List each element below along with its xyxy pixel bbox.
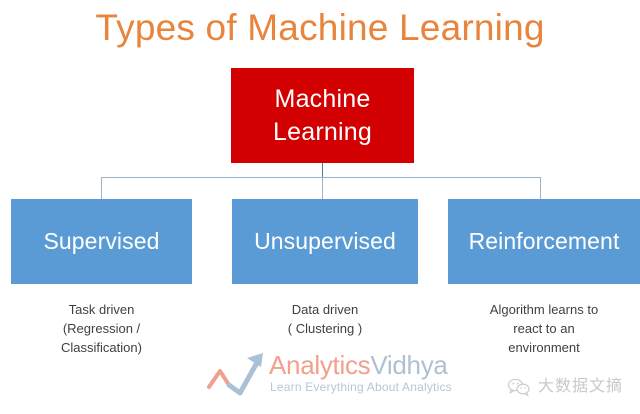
caption-supervised-line1: Task driven bbox=[68, 302, 135, 317]
caption-unsupervised-line1: Data driven bbox=[291, 302, 359, 317]
analytics-vidhya-wordmark: AnalyticsVidhya bbox=[269, 350, 448, 380]
caption-reinforcement: Algorithm learns to react to an environm… bbox=[448, 300, 640, 357]
node-reinforcement: Reinforcement bbox=[448, 199, 640, 284]
caption-unsupervised-line2: ( Clustering ) bbox=[287, 321, 363, 336]
logo-word-analytics: Analytics bbox=[269, 350, 371, 380]
page-title: Types of Machine Learning bbox=[95, 7, 545, 48]
logo-tagline: Learn Everything About Analytics bbox=[270, 380, 452, 394]
caption-supervised-line3: Classification) bbox=[61, 340, 142, 355]
wechat-watermark: 大数据文摘 bbox=[507, 376, 623, 398]
connector-horizontal-bus bbox=[101, 177, 541, 178]
node-unsupervised: Unsupervised bbox=[232, 199, 418, 284]
node-supervised-label: Supervised bbox=[43, 228, 160, 254]
caption-supervised-line2: (Regression / bbox=[62, 321, 141, 336]
node-supervised: Supervised bbox=[11, 199, 192, 284]
wechat-icon bbox=[507, 378, 530, 397]
logo-word-vidhya: Vidhya bbox=[370, 350, 448, 380]
caption-unsupervised: Data driven ( Clustering ) bbox=[232, 300, 418, 338]
caption-supervised: Task driven (Regression / Classification… bbox=[11, 300, 192, 357]
node-reinforcement-label: Reinforcement bbox=[468, 228, 620, 254]
connector-branch-unsupervised bbox=[322, 177, 323, 199]
analytics-vidhya-logo: AnalyticsVidhya Learn Everything About A… bbox=[207, 349, 452, 399]
connector-root-stem bbox=[322, 163, 323, 178]
watermark-text: 大数据文摘 bbox=[538, 378, 624, 395]
caption-reinforcement-line3: environment bbox=[508, 340, 580, 355]
node-unsupervised-label: Unsupervised bbox=[254, 228, 396, 254]
node-machine-learning-label-line1: Machine bbox=[274, 84, 371, 113]
connector-branch-supervised bbox=[101, 177, 102, 199]
node-machine-learning-label-line2: Learning bbox=[273, 117, 372, 146]
connector-branch-reinforcement bbox=[540, 177, 541, 199]
rising-arrow-chart-icon bbox=[207, 353, 263, 396]
node-machine-learning-label: Machine Learning bbox=[273, 83, 372, 149]
node-machine-learning: Machine Learning bbox=[231, 68, 414, 163]
caption-reinforcement-line1: Algorithm learns to bbox=[489, 302, 599, 317]
caption-reinforcement-line2: react to an bbox=[513, 321, 575, 336]
